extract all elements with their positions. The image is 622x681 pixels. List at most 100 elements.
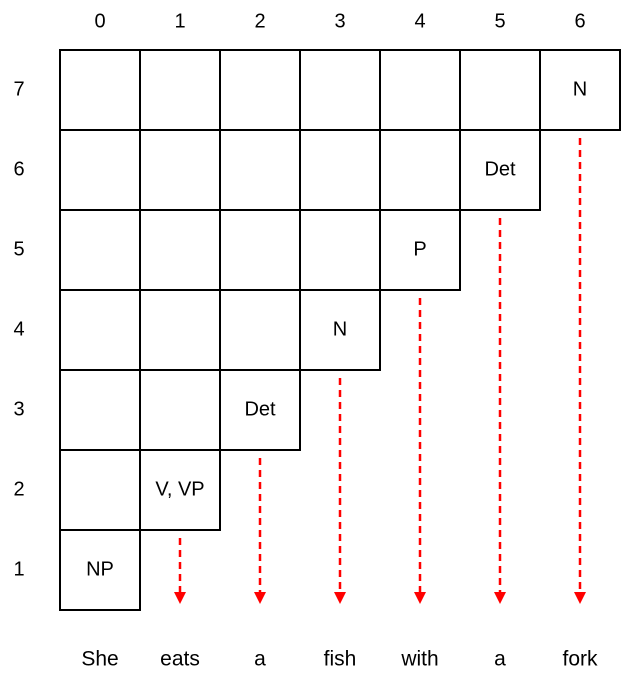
row-label: 6 xyxy=(13,158,24,180)
chart-cell: N xyxy=(539,49,621,131)
chart-cell xyxy=(139,129,221,211)
chart-cell-box xyxy=(539,49,621,131)
chart-cell: Det xyxy=(459,129,541,211)
row-label: 5 xyxy=(13,238,24,260)
row-label: 1 xyxy=(13,558,24,580)
row-label: 3 xyxy=(13,398,24,420)
chart-cell-box xyxy=(139,449,221,531)
chart-cell-box xyxy=(59,369,141,451)
chart-cell-box xyxy=(219,209,301,291)
chart-cell xyxy=(139,289,221,371)
chart-cell-box xyxy=(459,129,541,211)
chart-cell xyxy=(59,369,141,451)
chart-cell-box xyxy=(379,129,461,211)
row-label: 7 xyxy=(13,78,24,100)
chart-cell-box xyxy=(299,209,381,291)
arrow-head xyxy=(494,592,506,604)
chart-cell-label: NP xyxy=(86,558,114,580)
chart-cell: NP xyxy=(59,529,141,611)
chart-cell-box xyxy=(219,369,301,451)
chart-cell-box xyxy=(299,49,381,131)
sentence-word: a xyxy=(254,648,266,671)
arrow-head xyxy=(574,592,586,604)
chart-cell xyxy=(299,49,381,131)
dashed-arrow xyxy=(494,218,506,604)
chart-cell-label: V, VP xyxy=(155,478,204,500)
chart-cell-label: N xyxy=(333,318,347,340)
chart-cell-box xyxy=(59,209,141,291)
chart-cell-box xyxy=(299,129,381,211)
chart-cell-box xyxy=(59,289,141,371)
sentence-word: fork xyxy=(562,648,598,671)
chart-cell xyxy=(59,289,141,371)
sentence-words: She eats a fish with a fork xyxy=(81,648,598,671)
column-label: 2 xyxy=(254,10,265,32)
chart-cell xyxy=(299,209,381,291)
chart-cell xyxy=(59,49,141,131)
arrow-head xyxy=(414,592,426,604)
arrow-head xyxy=(334,592,346,604)
chart-cell xyxy=(379,129,461,211)
chart-cell xyxy=(299,129,381,211)
chart-cell xyxy=(219,129,301,211)
chart-cell-box xyxy=(219,49,301,131)
chart-cell-box xyxy=(59,529,141,611)
chart-cell-label: Det xyxy=(244,398,276,420)
chart-cell xyxy=(59,129,141,211)
chart-cell xyxy=(219,289,301,371)
column-label: 0 xyxy=(94,10,105,32)
row-label: 2 xyxy=(13,478,24,500)
chart-cell-box xyxy=(59,449,141,531)
dashed-arrow xyxy=(174,538,186,604)
chart-cell: V, VP xyxy=(139,449,221,531)
dashed-arrow xyxy=(334,378,346,604)
sentence-word: with xyxy=(400,648,438,671)
column-index-labels: 0 1 2 3 4 5 6 xyxy=(94,10,585,32)
chart-cell-label: P xyxy=(413,238,426,260)
sentence-word: She xyxy=(81,648,118,671)
chart-cell-box xyxy=(59,129,141,211)
chart-cell: Det xyxy=(219,369,301,451)
chart-cell-box xyxy=(139,49,221,131)
dashed-arrow xyxy=(414,298,426,604)
word-arrows xyxy=(174,138,586,604)
column-label: 1 xyxy=(174,10,185,32)
chart-cell xyxy=(59,209,141,291)
chart-cell: N xyxy=(299,289,381,371)
chart-cell-box xyxy=(379,209,461,291)
chart-cell xyxy=(379,49,461,131)
chart-cell-box xyxy=(139,369,221,451)
chart-cell xyxy=(459,49,541,131)
arrow-head xyxy=(174,592,186,604)
chart-cell xyxy=(219,49,301,131)
chart-cell-box xyxy=(139,209,221,291)
chart-cell-box xyxy=(219,289,301,371)
dashed-arrow xyxy=(254,458,266,604)
sentence-word: eats xyxy=(160,648,200,671)
chart-cell xyxy=(59,449,141,531)
chart-cell-box xyxy=(219,129,301,211)
chart-cell-box xyxy=(139,289,221,371)
row-span-labels: 7 6 5 4 3 2 1 xyxy=(13,78,24,580)
chart-cell-label: Det xyxy=(484,158,516,180)
chart-cell-label: N xyxy=(573,78,587,100)
sentence-word: fish xyxy=(324,648,357,671)
arrow-head xyxy=(254,592,266,604)
column-label: 6 xyxy=(574,10,585,32)
column-label: 4 xyxy=(414,10,425,32)
row-label: 4 xyxy=(13,318,24,340)
sentence-word: a xyxy=(494,648,506,671)
chart-cell xyxy=(139,49,221,131)
column-label: 5 xyxy=(494,10,505,32)
chart-cell-box xyxy=(59,49,141,131)
chart-cell-box xyxy=(299,289,381,371)
chart-cell-box xyxy=(139,129,221,211)
chart-cell-box xyxy=(379,49,461,131)
chart-cell xyxy=(139,369,221,451)
chart-cell xyxy=(139,209,221,291)
column-label: 3 xyxy=(334,10,345,32)
dashed-arrow xyxy=(574,138,586,604)
chart-cell: P xyxy=(379,209,461,291)
